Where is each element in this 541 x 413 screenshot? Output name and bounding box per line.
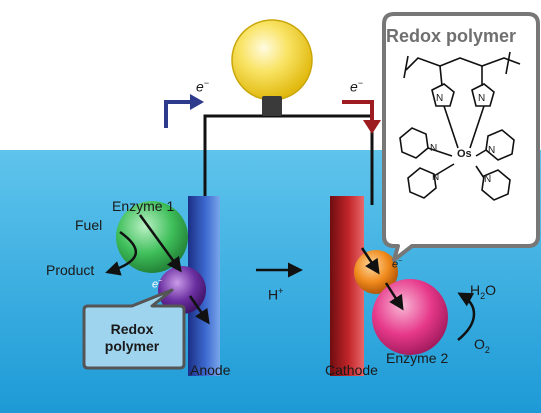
electron-transfer-arrow-3 <box>360 247 380 275</box>
nitrogen-atom-label-3: N <box>430 143 438 154</box>
electron-flow-arrow-anode <box>164 94 204 128</box>
electron-charge: − <box>357 78 364 88</box>
water-o: O <box>485 282 497 298</box>
product-label: Product <box>46 262 95 278</box>
electron-label-anode-wire: e− <box>196 78 209 95</box>
electron-charge: − <box>398 258 403 265</box>
light-bulb-icon <box>231 19 313 116</box>
nitrogen-atom-label-1: N <box>436 93 444 104</box>
external-circuit-wire <box>203 114 374 205</box>
electron-label-anode-redox: e− <box>152 278 162 291</box>
osmium-atom-label: Os <box>457 148 472 160</box>
electron-transfer-arrow-1 <box>138 214 182 273</box>
nitrogen-atom-label-5: N <box>488 145 496 156</box>
electron-symbol: e <box>152 278 159 291</box>
enzyme-1-label: Enzyme 1 <box>112 198 175 214</box>
osmium-complex-structure <box>399 51 521 201</box>
water-label: H2O <box>470 282 496 301</box>
nitrogen-atom-label-4: N <box>432 172 440 183</box>
fuel-to-product-arrow <box>105 230 138 276</box>
proton-symbol: H <box>268 286 279 303</box>
redox-callout-line-2: polymer <box>104 338 160 354</box>
oxygen-label: O2 <box>474 336 490 355</box>
electron-label-cathode-redox: e− <box>392 258 402 271</box>
electron-flow-arrow-cathode <box>342 100 381 134</box>
nitrogen-atom-label-2: N <box>478 93 486 104</box>
redox-polymer-structure-title: Redox polymer <box>386 26 517 46</box>
fuel-label: Fuel <box>75 217 103 233</box>
electron-symbol: e <box>350 78 358 95</box>
electron-transfer-arrow-2 <box>188 295 210 325</box>
redox-polymer-callout-bubble <box>82 288 186 370</box>
electron-charge: − <box>203 78 210 88</box>
water-h: H <box>470 282 481 298</box>
enzyme-2-label: Enzyme 2 <box>386 350 449 366</box>
cathode-label: Cathode <box>325 362 378 378</box>
electron-charge: − <box>158 278 163 285</box>
oxygen-reduction-arrow <box>457 292 476 341</box>
electron-symbol: e <box>392 258 399 271</box>
nitrogen-atom-label-6: N <box>484 174 492 185</box>
proton-label: H+ <box>268 286 283 303</box>
electron-symbol: e <box>196 78 204 95</box>
redox-callout-line-1: Redox <box>110 321 154 337</box>
cathode-electrode <box>330 196 364 376</box>
water-subscript: 2 <box>480 290 486 301</box>
oxygen-o: O <box>474 336 485 352</box>
electron-label-cathode-wire: e− <box>350 78 363 95</box>
electron-transfer-arrow-4 <box>384 282 404 311</box>
redox-polymer-structure-box <box>382 12 540 262</box>
redox-polymer-callout-text: Redox polymer <box>80 308 184 368</box>
enzyme-2-sphere <box>372 279 448 355</box>
anode-label: Anode <box>190 362 231 378</box>
proton-charge: + <box>278 286 284 296</box>
oxygen-subscript: 2 <box>484 344 490 355</box>
